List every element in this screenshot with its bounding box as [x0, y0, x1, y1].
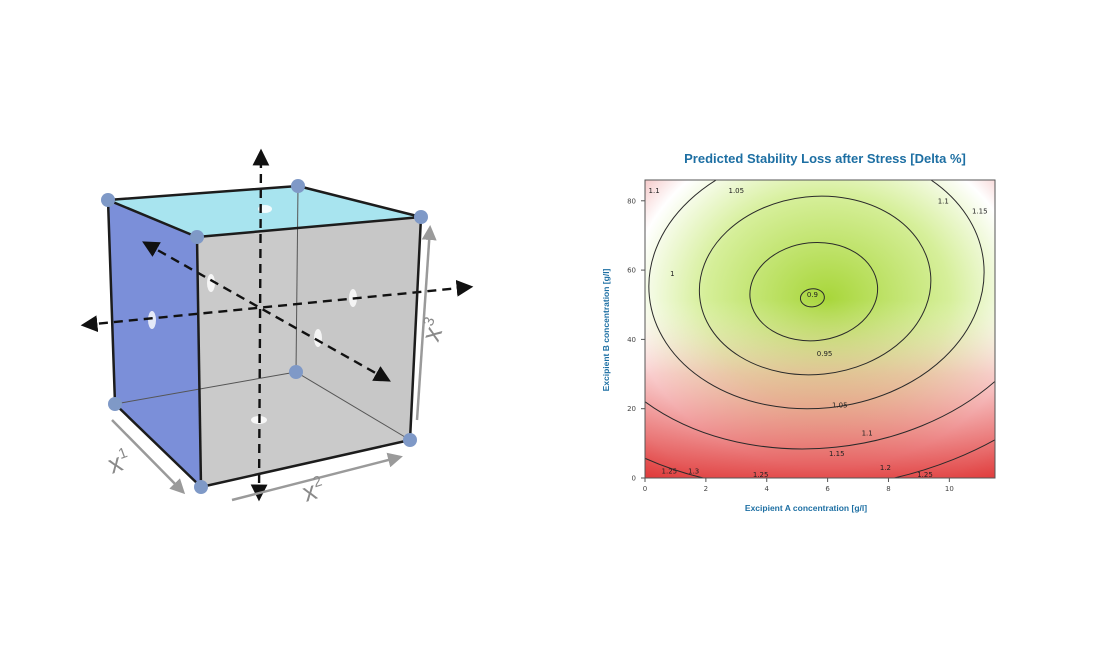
x-tick-label: 6 [825, 485, 830, 493]
y-axis-ticks: 0 20 40 60 80 [627, 197, 645, 483]
contour-line [799, 288, 825, 308]
y-axis-label: Excipient B concentration [g/l] [601, 268, 611, 391]
x-tick-label: 8 [886, 485, 890, 493]
contour-label: 1.2 [880, 464, 891, 472]
y-tick-label: 40 [627, 336, 636, 344]
cube-edge [196, 215, 422, 239]
contour-label: 0.95 [817, 350, 833, 358]
x3-axis-label: x3 [415, 315, 450, 345]
axis-depth-arrow [142, 241, 391, 382]
contour-line [648, 180, 985, 410]
contour-line [645, 180, 995, 450]
contour-label: 0.9 [807, 291, 818, 299]
contour-label: 1.1 [862, 429, 873, 437]
chart-title: Predicted Stability Loss after Stress [D… [684, 151, 966, 166]
contour-chart: Predicted Stability Loss after Stress [D… [601, 151, 996, 513]
y-tick-label: 20 [627, 405, 636, 413]
corner-point [291, 179, 305, 193]
contour-label: 1.1 [938, 197, 949, 205]
x2-axis-arrow [231, 452, 403, 502]
corner-point [101, 193, 115, 207]
contour-label: 1.05 [832, 402, 848, 410]
corner-point [403, 433, 417, 447]
cube-diagram: x1 x2 x3 [80, 148, 474, 508]
contour-label: 1.05 [729, 187, 745, 195]
x1-axis-arrow [111, 419, 186, 495]
corner-point [194, 480, 208, 494]
x-tick-label: 2 [704, 485, 708, 493]
contour-label: 1.25 [753, 471, 769, 479]
plot-surface-bottom-shade [645, 180, 995, 478]
x3-axis-arrow [415, 225, 437, 421]
contour-line [698, 195, 932, 376]
contour-label: 1.1 [649, 187, 660, 195]
y-tick-label: 0 [632, 475, 636, 483]
face-center-marker [148, 311, 156, 329]
x-tick-label: 4 [765, 485, 770, 493]
cube-hidden-edge [295, 371, 411, 441]
contour-label: 1.3 [688, 468, 699, 476]
cube-edge [107, 198, 198, 239]
contour-label: 1.15 [972, 208, 988, 216]
corner-point [289, 365, 303, 379]
face-center-marker [314, 329, 322, 347]
contour-lines [645, 180, 995, 478]
y-tick-label: 60 [627, 267, 636, 275]
y-tick-label: 80 [627, 197, 636, 205]
contour-label: 1.25 [917, 471, 933, 479]
contour-label-layer: 0.9 0.95 1 1.05 1.05 1.1 1.1 1.1 1.15 1.15 1.2 1.25… [649, 187, 988, 479]
corner-point [190, 230, 204, 244]
x1-axis-label: x1 [104, 444, 134, 479]
x-axis-ticks: 0 2 4 6 8 10 [643, 478, 954, 493]
contour-line [749, 241, 879, 342]
x-tick-label: 0 [643, 485, 647, 493]
contour-label: 1.25 [662, 468, 678, 476]
corner-point [108, 397, 122, 411]
cube-front-face [197, 217, 421, 487]
plot-frame [644, 179, 996, 479]
cube-edge [195, 236, 203, 488]
x2-axis-label: x2 [299, 473, 329, 508]
x-tick-label: 10 [945, 485, 954, 493]
contour-label: 1.15 [829, 450, 845, 458]
contour-label: 1 [670, 270, 674, 278]
corner-point [414, 210, 428, 224]
x-axis-label: Excipient A concentration [g/l] [745, 503, 867, 513]
